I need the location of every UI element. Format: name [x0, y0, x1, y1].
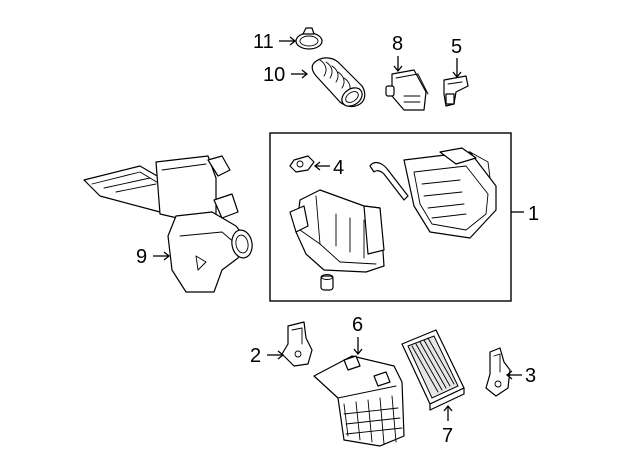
part-4-clip — [289, 155, 315, 173]
callout-1: 1 — [528, 203, 539, 225]
arrow-8 — [393, 65, 403, 73]
part-2-bracket — [281, 321, 313, 367]
part-5-sensor — [443, 75, 469, 107]
part-7-air-filter — [401, 329, 465, 411]
part-9-intake-duct — [83, 155, 253, 293]
callout-11: 11 — [253, 31, 274, 53]
arrow-7 — [443, 404, 453, 412]
callout-5: 5 — [451, 36, 462, 58]
callout-6: 6 — [352, 314, 363, 336]
arrow-11 — [289, 36, 297, 46]
air-cleaner-lower-case — [289, 189, 385, 273]
callout-9: 9 — [136, 246, 147, 268]
callout-3: 3 — [525, 365, 536, 387]
part-10-intake-hose — [311, 57, 366, 108]
part-3-bracket — [485, 347, 511, 397]
callout-10: 10 — [263, 64, 285, 86]
part-8-flow-sensor-housing — [385, 69, 429, 111]
part-6-lower-cover — [313, 355, 405, 447]
arrow-6 — [353, 348, 363, 356]
arrow-5 — [452, 71, 462, 79]
arrow-4 — [313, 161, 321, 171]
arrow-10 — [301, 69, 309, 79]
callout-4: 4 — [333, 157, 344, 179]
callout-8: 8 — [392, 33, 403, 55]
callout-7: 7 — [442, 425, 453, 447]
callout-2: 2 — [250, 345, 261, 367]
air-cleaner-upper-case — [403, 147, 497, 239]
arrow-2 — [277, 350, 285, 360]
grommet — [320, 274, 334, 291]
part-11-hose-clamp — [295, 27, 323, 50]
arrow-3 — [505, 370, 513, 380]
assembly-1-frame — [269, 132, 512, 302]
breather-hose — [369, 161, 409, 201]
arrow-9 — [163, 251, 171, 261]
